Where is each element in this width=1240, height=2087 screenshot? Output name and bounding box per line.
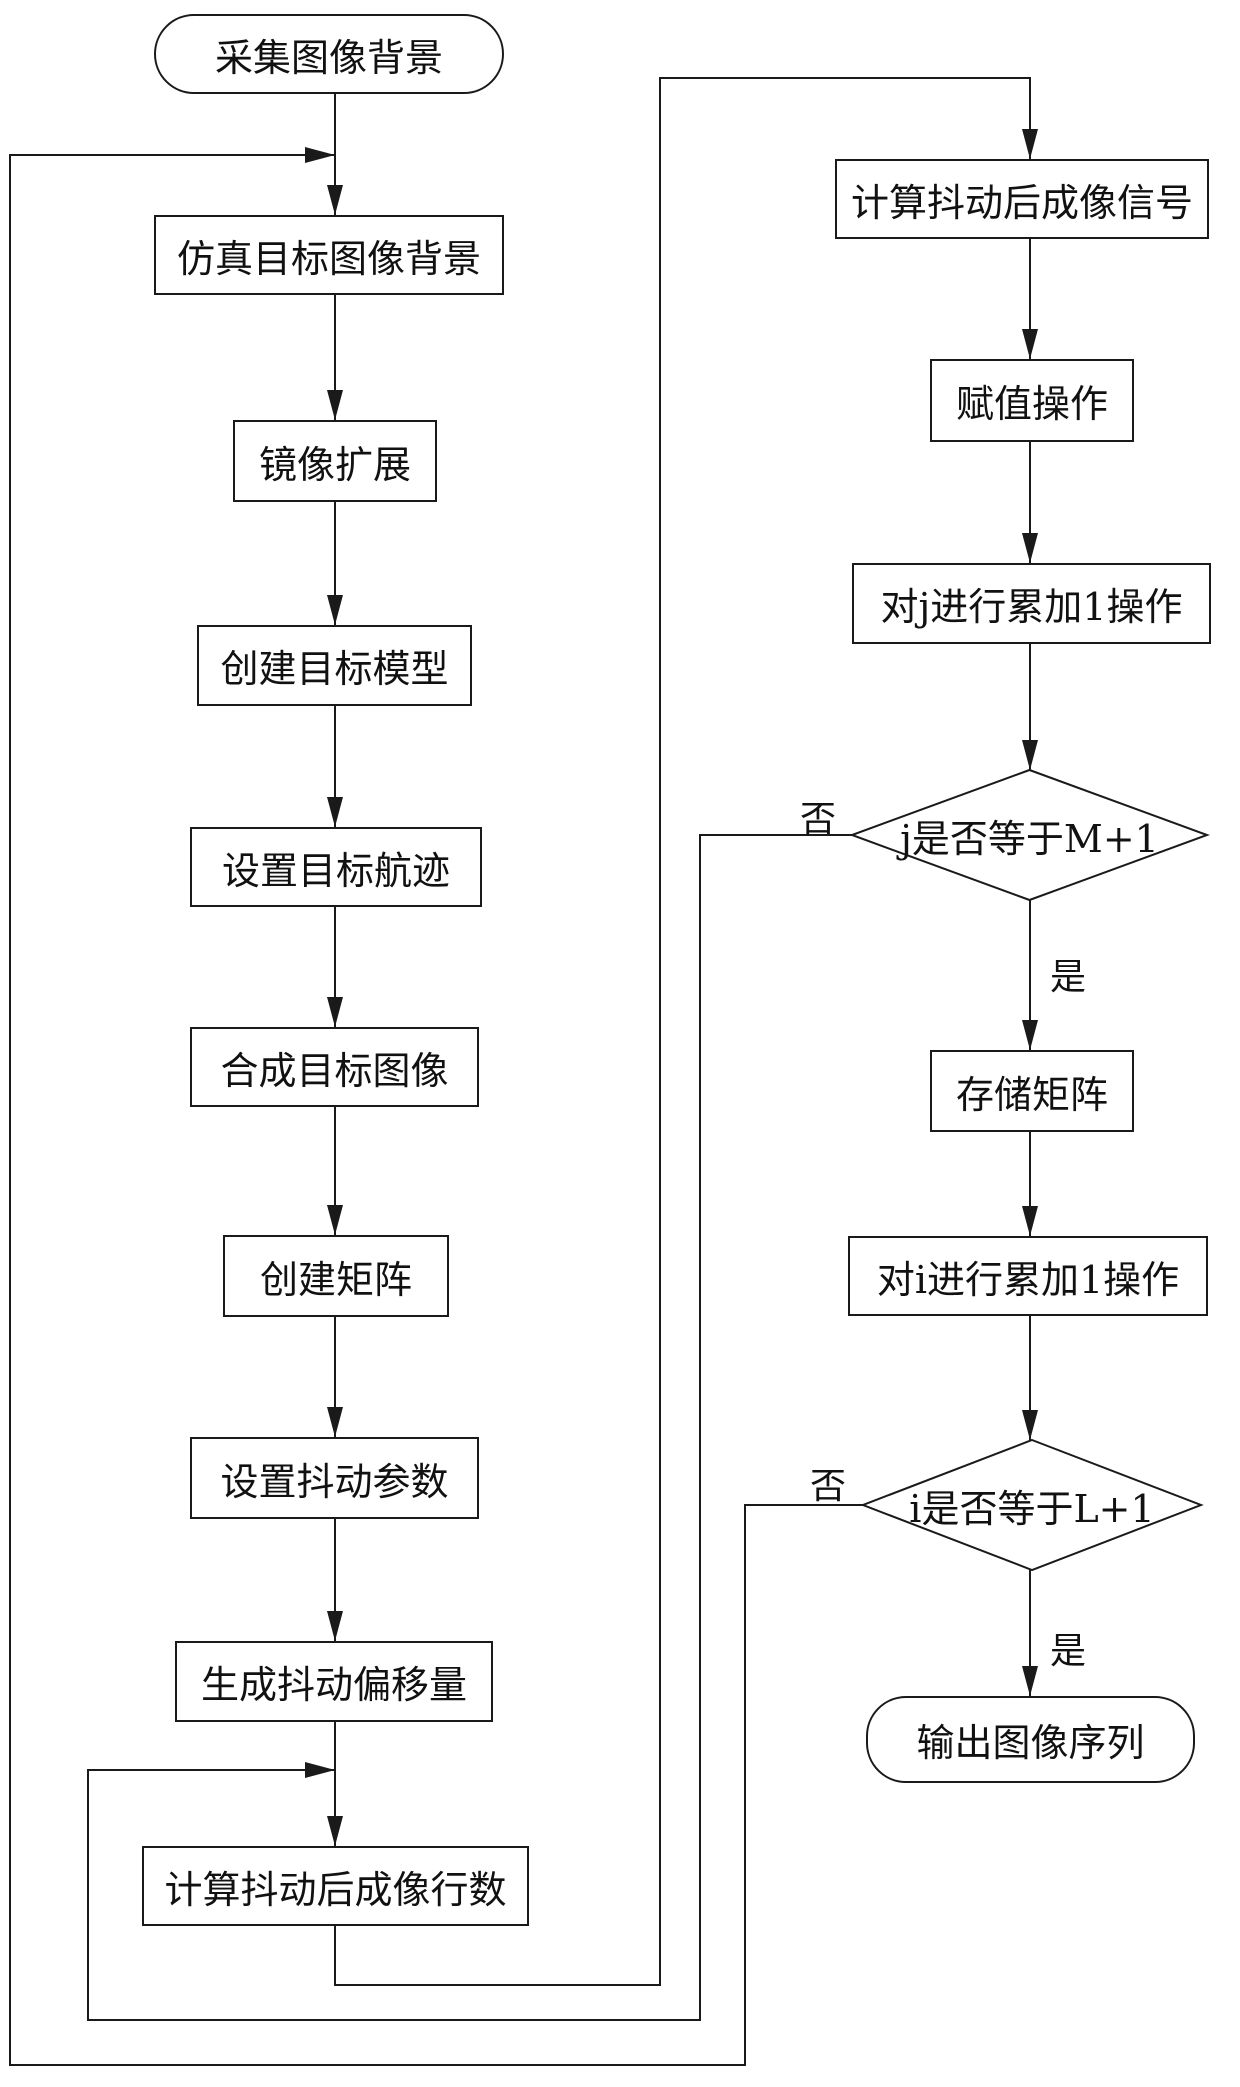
node-label: 赋值操作 (955, 382, 1108, 426)
node-label: 生成抖动偏移量 (200, 1663, 467, 1707)
node-label: 存储矩阵 (955, 1072, 1108, 1117)
edge-label-no: 否 (800, 799, 837, 840)
process-node: 合成目标图像 (190, 1027, 479, 1107)
process-node: 仿真目标图像背景 (154, 215, 504, 295)
decision-diamond (849, 768, 1210, 902)
process-node: 创建目标模型 (197, 625, 472, 706)
node-label: 仿真目标图像背景 (176, 236, 481, 281)
node-label: 设置目标航迹 (221, 848, 450, 893)
node-label: 设置抖动参数 (220, 1459, 449, 1504)
process-node: 赋值操作 (930, 359, 1134, 442)
connector-d2-to-n2 (9, 147, 863, 2066)
process-node: 设置抖动参数 (190, 1437, 479, 1519)
process-node: 计算抖动后成像行数 (142, 1846, 529, 1926)
node-label: i是否等于L+1 (909, 1486, 1155, 1531)
process-node: 存储矩阵 (930, 1050, 1134, 1132)
decision-diamond (860, 1438, 1204, 1572)
decision-node: i是否等于L+1 (863, 1440, 1201, 1570)
node-label: 镜像扩展 (258, 442, 411, 487)
connector-d1-to-n10 (87, 834, 852, 2021)
process-node: 设置目标航迹 (190, 827, 482, 907)
node-label: 计算抖动后成像信号 (850, 180, 1193, 225)
node-label: 计算抖动后成像行数 (164, 1867, 507, 1912)
decision-node: j是否等于M+1 (852, 770, 1207, 900)
edge-label-yes: 是 (1050, 1631, 1087, 1672)
process-node: 对i进行累加1操作 (848, 1236, 1208, 1316)
terminator-node: 输出图像序列 (866, 1696, 1195, 1783)
node-label: 创建矩阵 (259, 1257, 412, 1302)
node-label: j是否等于M+1 (900, 816, 1159, 861)
terminator-node: 采集图像背景 (154, 14, 504, 94)
process-node: 对j进行累加1操作 (852, 563, 1211, 644)
node-label: 输出图像序列 (916, 1721, 1145, 1765)
node-label: 合成目标图像 (220, 1048, 449, 1093)
process-node: 生成抖动偏移量 (175, 1641, 493, 1722)
node-label: 采集图像背景 (214, 35, 443, 80)
connector-n10-to-n11 (334, 77, 1038, 1986)
process-node: 创建矩阵 (223, 1235, 449, 1317)
node-label: 对j进行累加1操作 (880, 585, 1183, 629)
node-label: 对i进行累加1操作 (876, 1257, 1180, 1302)
process-node: 计算抖动后成像信号 (835, 159, 1209, 239)
edge-label-no: 否 (810, 1466, 847, 1507)
node-label: 创建目标模型 (220, 647, 449, 691)
edge-label-yes: 是 (1050, 957, 1087, 998)
process-node: 镜像扩展 (233, 420, 437, 502)
